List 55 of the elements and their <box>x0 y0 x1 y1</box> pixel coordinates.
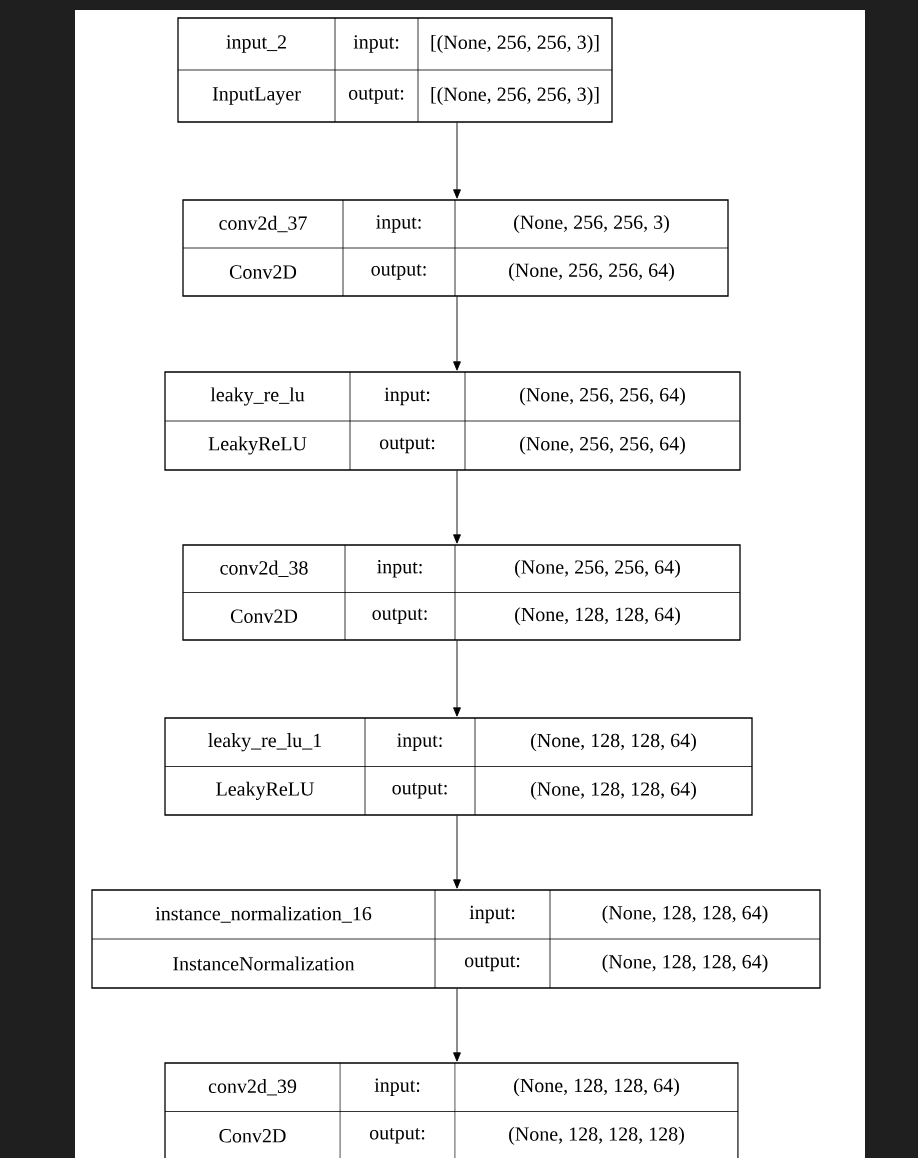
port-label: output: <box>369 1128 425 1144</box>
layer-table <box>164 717 753 816</box>
port-label: input: <box>469 905 515 924</box>
layer-class: LeakyReLU <box>208 436 307 455</box>
arrow <box>453 640 461 717</box>
layer-name: conv2d_39 <box>208 1079 297 1096</box>
layer-table <box>91 889 821 989</box>
shape-value: (None, 256, 256, 64) <box>509 262 674 282</box>
layer-name: leaky_re_lu_1 <box>208 733 321 752</box>
shape-value: [(None, 256, 256, 3)] <box>431 86 599 106</box>
layer-class: Conv2D <box>230 609 298 623</box>
layer-table <box>182 544 741 641</box>
port-label: input: <box>353 35 399 53</box>
layer-class: InstanceNormalization <box>173 956 355 971</box>
port-label: input: <box>376 215 421 233</box>
shape-value: (None, 128, 128, 64) <box>531 781 696 800</box>
layer-name: input_2 <box>226 35 286 53</box>
layer-table <box>182 199 729 297</box>
shape-value: [(None, 256, 256, 3)] <box>431 34 599 54</box>
layer-name: instance_normalization_16 <box>155 906 372 923</box>
port-label: input: <box>397 733 442 751</box>
port-label: output: <box>348 88 404 104</box>
layer-class: InputLayer <box>212 87 301 105</box>
layer-class: LeakyReLU <box>216 781 314 800</box>
port-label: output: <box>371 264 426 280</box>
port-label: input: <box>384 387 430 406</box>
shape-value: (None, 128, 128, 64) <box>531 733 696 752</box>
shape-value: (None, 128, 128, 64) <box>514 1078 679 1097</box>
layer-name: conv2d_38 <box>220 560 308 578</box>
port-label: input: <box>374 1078 420 1096</box>
arrow <box>453 988 461 1062</box>
shape-value: (None, 256, 256, 64) <box>520 436 685 455</box>
arrow <box>453 470 461 544</box>
port-label: output: <box>372 608 427 624</box>
shape-value: (None, 256, 256, 3) <box>514 214 669 234</box>
layer-table <box>177 17 613 123</box>
arrow <box>453 296 461 371</box>
shape-value: (None, 128, 128, 64) <box>602 905 768 924</box>
arrow <box>453 122 461 199</box>
port-label: output: <box>464 955 520 972</box>
layer-name: conv2d_37 <box>219 215 307 233</box>
shape-value: (None, 256, 256, 64) <box>520 387 685 406</box>
layer-class: Conv2D <box>219 1129 286 1143</box>
arrow <box>453 815 461 889</box>
shape-value: (None, 256, 256, 64) <box>515 559 680 578</box>
layer-table <box>164 1062 739 1158</box>
layer-class: Conv2D <box>229 265 297 279</box>
shape-value: (None, 128, 128, 128) <box>509 1126 684 1145</box>
port-label: output: <box>379 437 435 454</box>
layer-table <box>164 371 741 471</box>
layer-name: leaky_re_lu <box>210 387 305 406</box>
port-label: output: <box>392 783 447 799</box>
port-label: input: <box>377 560 422 578</box>
shape-value: (None, 128, 128, 64) <box>515 607 680 626</box>
shape-value: (None, 128, 128, 64) <box>602 954 768 973</box>
